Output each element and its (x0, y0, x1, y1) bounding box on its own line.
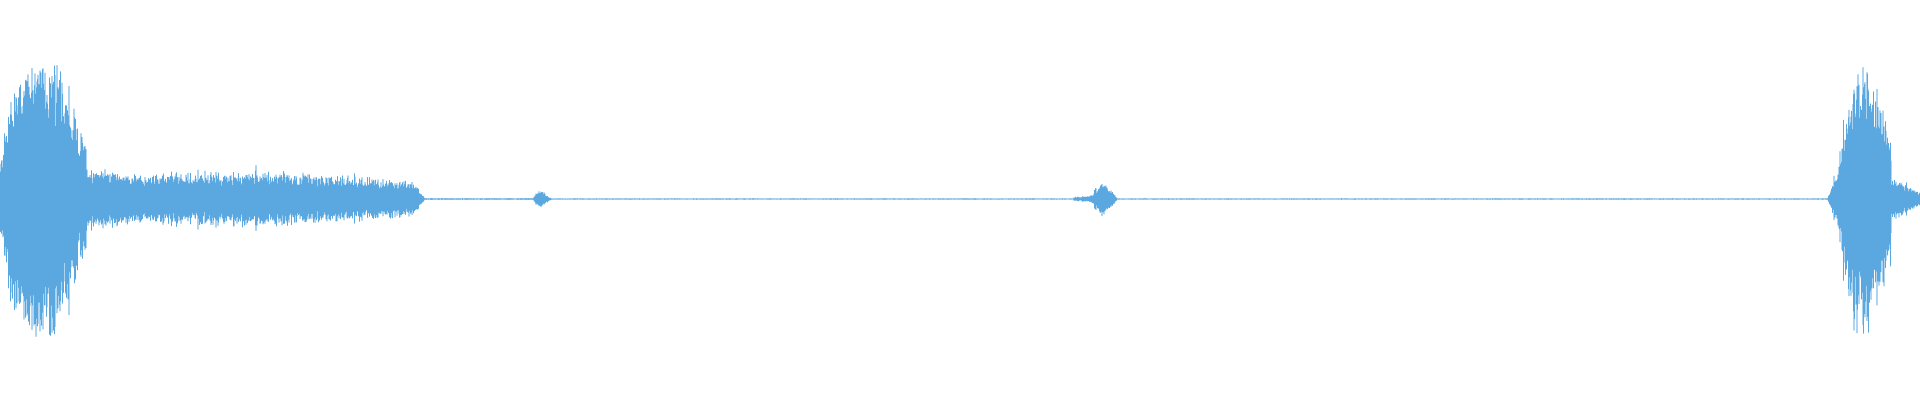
waveform-trace (0, 65, 1920, 337)
